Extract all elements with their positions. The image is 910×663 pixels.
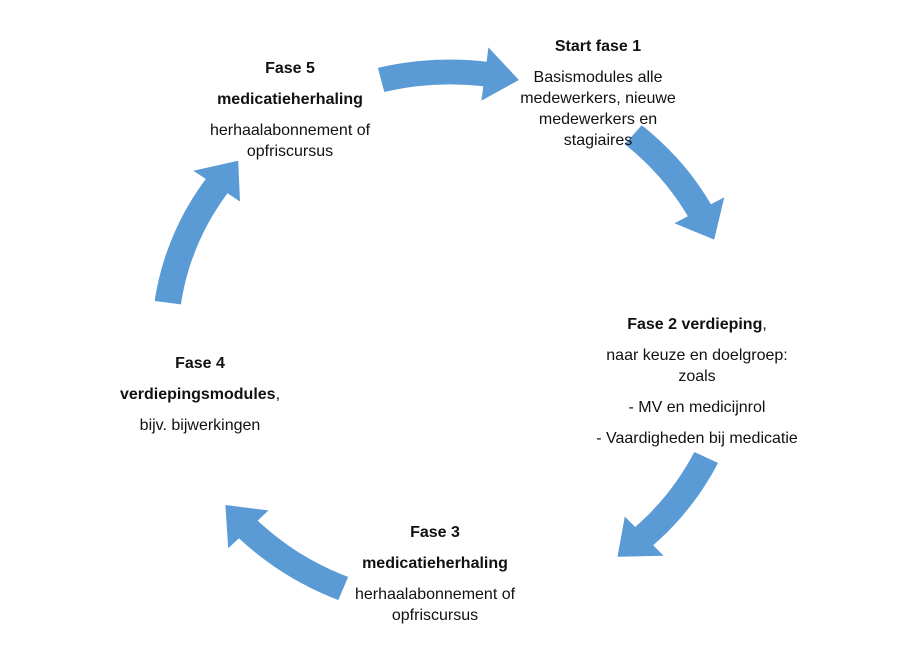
phase-2-item-1: - MV en medicijnrol	[628, 399, 766, 416]
phase-5-node: Fase 5 medicatieherhaling herhaalabonnem…	[185, 58, 395, 162]
phase-2-heading: Fase 2 verdieping,	[592, 314, 802, 335]
phase-3-subtitle: medicatieherhaling	[362, 555, 508, 572]
arrow-5-to-1-shape	[377, 47, 519, 101]
arrow-4-to-5-shape	[154, 160, 240, 305]
arrow-1-to-2	[624, 125, 725, 240]
arrow-4-to-5	[154, 160, 240, 305]
arrow-5-to-1	[377, 47, 519, 101]
arrow-1-to-2-shape	[624, 125, 725, 240]
phase-4-heading: verdiepingsmodules,	[95, 384, 305, 405]
arrow-3-to-4-shape	[225, 505, 349, 600]
phase-3-node: Fase 3 medicatieherhaling herhaalabonnem…	[330, 522, 540, 626]
arrow-2-to-3	[617, 452, 718, 557]
phase-5-text: herhaalabonnement of opfriscursus	[209, 122, 371, 160]
phase-4-title: Fase 4	[175, 355, 225, 372]
phase-1-node: Start fase 1 Basismodules alle medewerke…	[508, 36, 688, 151]
phase-3-text: herhaalabonnement of opfriscursus	[354, 586, 516, 624]
phase-3-title: Fase 3	[410, 524, 460, 541]
phase-4-text: bijv. bijwerkingen	[139, 417, 261, 434]
phase-2-item-2: - Vaardigheden bij medicatie	[596, 430, 798, 447]
phase-1-text: Basismodules alle medewerkers, nieuwe me…	[520, 69, 676, 149]
arrow-3-to-4	[225, 505, 349, 600]
phase-2-node: Fase 2 verdieping, naar keuze en doelgro…	[592, 314, 802, 449]
phase-4-subtitle: verdiepingsmodules	[119, 386, 276, 403]
phase-5-subtitle: medicatieherhaling	[217, 91, 363, 108]
arrow-2-to-3-shape	[617, 452, 718, 557]
phase-1-title: Start fase 1	[554, 38, 642, 55]
phase-4-node: Fase 4 verdiepingsmodules, bijv. bijwerk…	[95, 353, 305, 436]
phase-4-subtitle-suffix: ,	[275, 386, 281, 403]
phase-2-title: Fase 2 verdieping	[627, 316, 763, 333]
phase-5-title: Fase 5	[265, 60, 315, 77]
phase-2-text: naar keuze en doelgroep: zoals	[606, 347, 788, 385]
phase-2-title-suffix: ,	[762, 316, 767, 333]
